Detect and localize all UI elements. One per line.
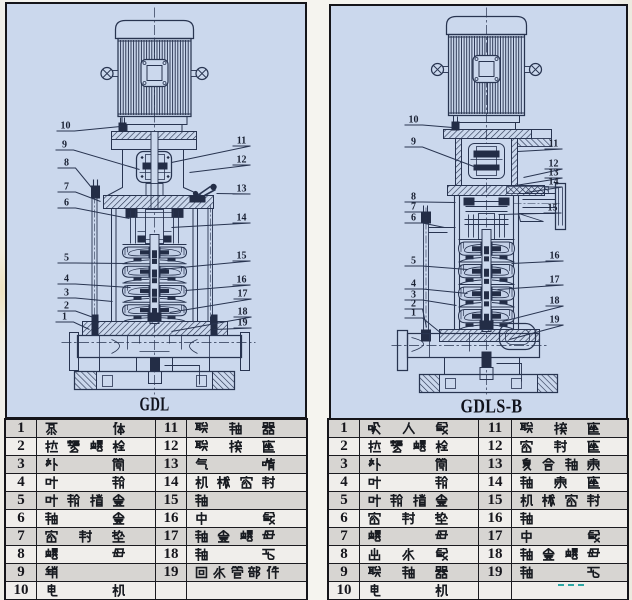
- svg-text:16: 16: [237, 275, 247, 286]
- svg-text:5: 5: [411, 256, 416, 267]
- svg-text:16: 16: [550, 251, 560, 262]
- svg-text:17: 17: [550, 275, 560, 286]
- svg-text:8: 8: [411, 192, 416, 203]
- svg-text:1: 1: [411, 308, 416, 319]
- svg-text:3: 3: [411, 290, 416, 301]
- svg-text:12: 12: [237, 155, 247, 166]
- svg-text:4: 4: [64, 274, 69, 285]
- svg-text:19: 19: [550, 315, 560, 326]
- svg-text:7: 7: [411, 202, 416, 213]
- svg-text:11: 11: [237, 136, 246, 147]
- svg-text:15: 15: [548, 203, 558, 214]
- svg-text:4: 4: [411, 279, 416, 290]
- svg-text:2: 2: [64, 301, 69, 312]
- svg-text:9: 9: [62, 140, 67, 151]
- svg-text:15: 15: [237, 251, 247, 262]
- svg-text:2: 2: [411, 299, 416, 310]
- svg-text:17: 17: [238, 289, 248, 300]
- svg-text:10: 10: [409, 115, 419, 126]
- svg-text:19: 19: [238, 318, 248, 329]
- svg-text:1: 1: [62, 312, 67, 323]
- svg-text:6: 6: [411, 213, 416, 224]
- svg-text:9: 9: [411, 137, 416, 148]
- svg-text:18: 18: [238, 307, 248, 318]
- svg-text:8: 8: [64, 158, 69, 169]
- svg-text:18: 18: [550, 296, 560, 307]
- svg-text:14: 14: [237, 213, 247, 224]
- svg-text:3: 3: [64, 288, 69, 299]
- svg-text:6: 6: [64, 198, 69, 209]
- svg-text:12: 12: [549, 159, 559, 170]
- svg-text:GDL: GDL: [140, 394, 170, 416]
- svg-text:13: 13: [549, 168, 559, 179]
- svg-text:10: 10: [61, 121, 71, 132]
- svg-text:7: 7: [64, 182, 69, 193]
- svg-text:11: 11: [549, 139, 558, 150]
- svg-text:GDLS-B: GDLS-B: [461, 396, 523, 418]
- svg-text:14: 14: [549, 177, 559, 188]
- svg-text:5: 5: [64, 253, 69, 264]
- svg-text:13: 13: [237, 184, 247, 195]
